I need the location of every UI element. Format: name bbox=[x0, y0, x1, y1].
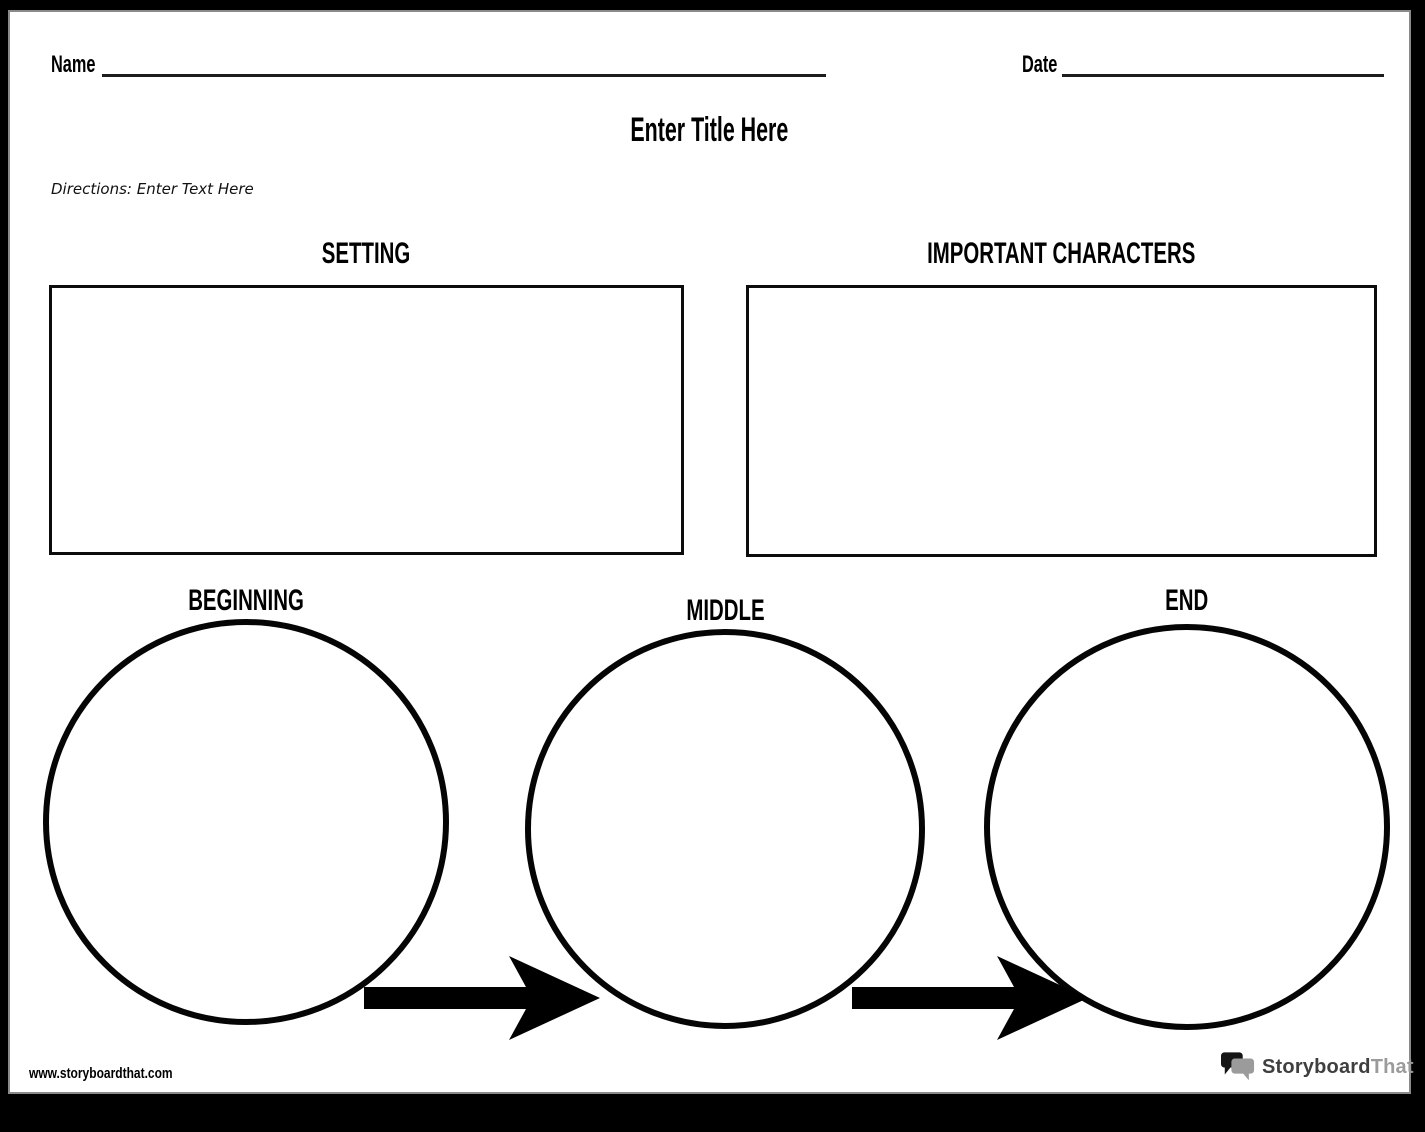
speech-bubbles-icon bbox=[1221, 1052, 1255, 1081]
page-title[interactable]: Enter Title Here bbox=[630, 111, 789, 149]
name-label: Name bbox=[51, 53, 116, 77]
right-arrow-icon bbox=[364, 956, 600, 1040]
middle-header: MIDDLE bbox=[685, 594, 765, 627]
directions-text[interactable]: Directions: Enter Text Here bbox=[51, 180, 254, 198]
name-label-text: Name bbox=[51, 51, 96, 78]
beginning-circle[interactable] bbox=[43, 619, 449, 1025]
characters-header-row: IMPORTANT CHARACTERS bbox=[746, 239, 1377, 269]
date-label: Date bbox=[1022, 53, 1074, 77]
right-arrow-icon bbox=[852, 956, 1088, 1040]
worksheet-page: Name Date Enter Title Here Directions: E… bbox=[8, 10, 1414, 1094]
date-line[interactable] bbox=[1062, 74, 1384, 77]
beginning-header-row: BEGINNING bbox=[43, 586, 449, 616]
middle-header-row: MIDDLE bbox=[525, 596, 925, 626]
footer-site-link[interactable]: www.storyboardthat.com bbox=[29, 1066, 208, 1081]
beginning-header: BEGINNING bbox=[188, 584, 304, 617]
storyboardthat-logo[interactable]: StoryboardThat bbox=[1221, 1052, 1414, 1082]
end-header-row: END bbox=[984, 586, 1390, 616]
characters-box[interactable] bbox=[746, 285, 1377, 557]
logo-text-secondary: That bbox=[1370, 1055, 1414, 1078]
footer-site-url-text: www.storyboardthat.com bbox=[29, 1065, 173, 1082]
logo-text-primary: Storyboard bbox=[1262, 1055, 1371, 1078]
setting-header-row: SETTING bbox=[49, 239, 684, 269]
setting-header: SETTING bbox=[322, 237, 411, 270]
characters-header: IMPORTANT CHARACTERS bbox=[927, 237, 1196, 270]
end-circle[interactable] bbox=[984, 624, 1390, 1030]
title-row: Enter Title Here bbox=[10, 113, 1409, 147]
middle-circle[interactable] bbox=[525, 629, 925, 1029]
name-line[interactable] bbox=[102, 74, 826, 77]
end-header: END bbox=[1165, 584, 1209, 617]
setting-box[interactable] bbox=[49, 285, 684, 555]
logo-wordmark: StoryboardThat bbox=[1262, 1056, 1414, 1079]
date-label-text: Date bbox=[1022, 51, 1058, 78]
